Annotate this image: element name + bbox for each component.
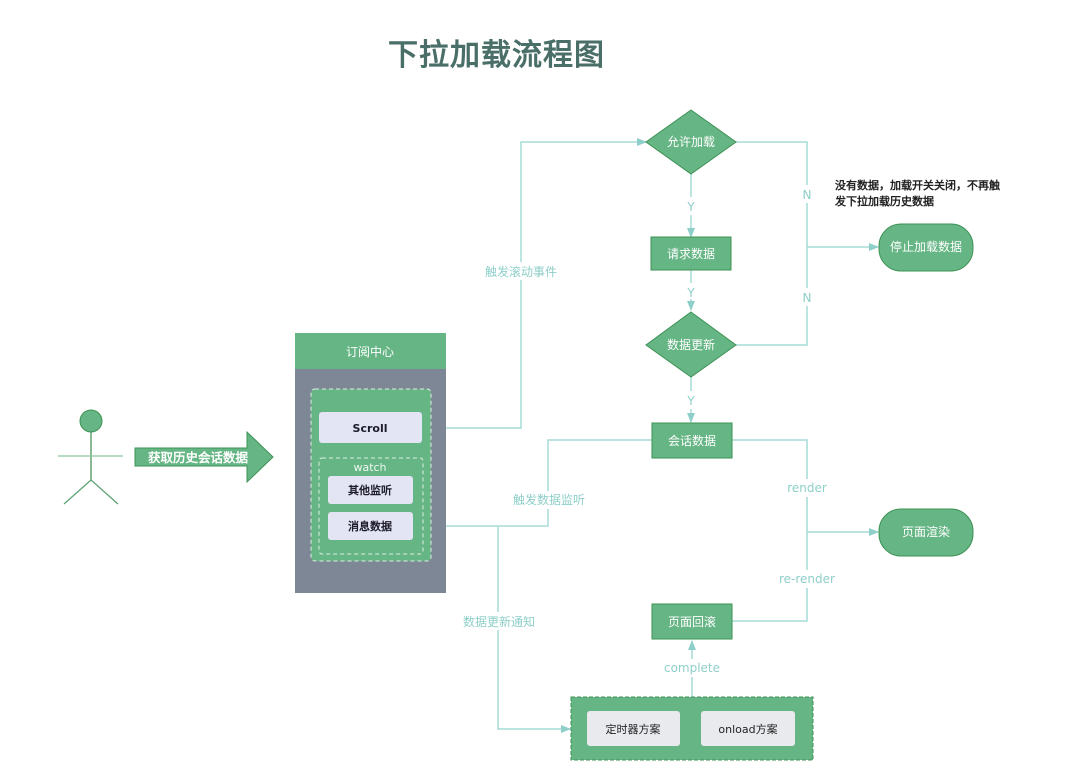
- node-page-render-label: 页面渲染: [902, 524, 950, 539]
- scroll-label: Scroll: [353, 422, 388, 435]
- scroll-box[interactable]: Scroll: [319, 412, 422, 443]
- node-page-scroll-back-label: 页面回滚: [668, 614, 716, 629]
- edge-label-trigger-data-listen: 触发数据监听: [513, 492, 585, 507]
- note-line-2: 发下拉加载历史数据: [834, 194, 934, 208]
- onload-solution-box[interactable]: onload方案: [701, 711, 795, 746]
- subscription-center: 订阅中心 Scroll watch 其他监听 消息数据: [295, 333, 446, 593]
- node-allow-load[interactable]: 允许加载: [645, 109, 737, 175]
- edge-label-no-1: N: [803, 188, 812, 202]
- message-data-label: 消息数据: [348, 519, 392, 533]
- diagram-title: 下拉加载流程图: [388, 38, 605, 73]
- node-session-data-label: 会话数据: [668, 433, 716, 448]
- actor-figure: [58, 409, 123, 505]
- node-stop-loading-label: 停止加载数据: [890, 239, 962, 254]
- edge-label-data-update-notify: 数据更新通知: [463, 614, 535, 629]
- other-listeners-box[interactable]: 其他监听: [328, 476, 413, 504]
- edge-allow-no-branch: [736, 141, 808, 346]
- timer-solution-box[interactable]: 定时器方案: [587, 711, 680, 746]
- node-allow-load-label: 允许加载: [667, 134, 715, 149]
- message-data-box[interactable]: 消息数据: [328, 512, 413, 540]
- node-request-data[interactable]: 请求数据: [650, 236, 732, 271]
- edge-label-trigger-scroll: 触发滚动事件: [485, 264, 557, 279]
- node-page-scroll-back[interactable]: 页面回滚: [651, 603, 733, 640]
- node-request-data-label: 请求数据: [667, 246, 715, 261]
- solutions-container: 定时器方案 onload方案: [570, 696, 814, 761]
- timer-solution-label: 定时器方案: [606, 722, 661, 736]
- fetch-history-arrow: 获取历史会话数据: [134, 430, 274, 484]
- watch-label: watch: [353, 461, 386, 474]
- edge-label-complete: complete: [664, 661, 720, 675]
- node-data-updated-label: 数据更新: [667, 337, 715, 352]
- edge-label-yes-2: Y: [686, 286, 695, 300]
- edge-session-render: [732, 439, 808, 622]
- edge-label-yes-1: Y: [686, 200, 695, 214]
- fetch-history-label: 获取历史会话数据: [148, 450, 249, 465]
- edge-label-render: render: [787, 481, 827, 495]
- edge-message-to-solutions: [497, 526, 571, 733]
- onload-solution-label: onload方案: [718, 722, 777, 736]
- note-line-1: 没有数据，加载开关关闭，不再触: [835, 178, 1000, 192]
- node-stop-loading[interactable]: 停止加载数据: [878, 223, 974, 272]
- edge-label-yes-3: Y: [686, 394, 695, 408]
- node-session-data[interactable]: 会话数据: [651, 422, 733, 459]
- other-listeners-label: 其他监听: [348, 483, 392, 497]
- subscription-center-header: 订阅中心: [346, 344, 394, 359]
- edge-scroll-to-allow-load: [431, 138, 647, 429]
- node-page-render[interactable]: 页面渲染: [878, 508, 974, 557]
- edge-label-no-2: N: [803, 291, 812, 305]
- edge-session-to-message: [413, 439, 652, 530]
- edge-label-re-render: re-render: [779, 572, 835, 586]
- node-data-updated[interactable]: 数据更新: [645, 311, 737, 378]
